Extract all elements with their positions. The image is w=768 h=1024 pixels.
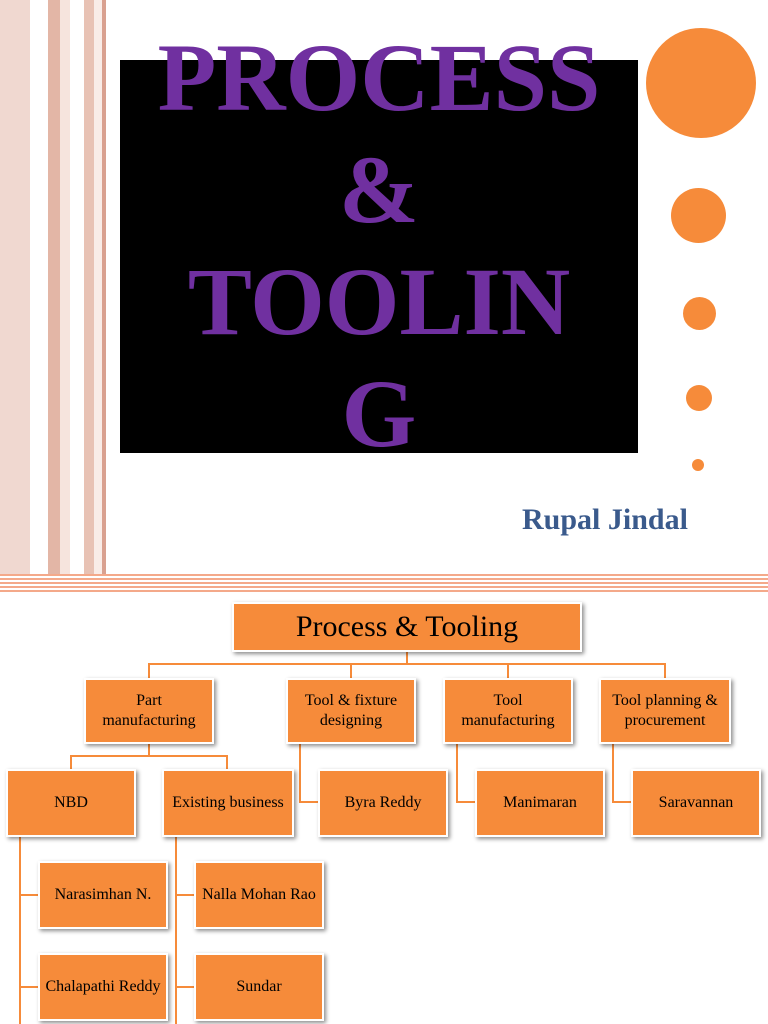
author-name: Rupal Jindal	[522, 503, 688, 536]
title-background-box	[120, 60, 638, 453]
decorative-stripe	[94, 0, 102, 578]
slide-title: PROCESS & TOOLIN G	[157, 24, 601, 467]
decorative-stripe	[102, 0, 106, 578]
decorative-circle-tiny	[692, 459, 704, 471]
connector-line	[664, 663, 666, 681]
connector-line	[299, 801, 319, 803]
org-chart-slide: Process & Tooling Part manufacturing Too…	[0, 592, 768, 1024]
connector-line	[507, 663, 509, 681]
org-node-byra-reddy: Byra Reddy	[318, 769, 448, 837]
connector-line	[299, 742, 301, 803]
decorative-circle-large	[646, 28, 756, 138]
org-node-tool-manufacturing: Tool manufacturing	[443, 678, 573, 744]
decorative-stripe	[0, 0, 30, 578]
org-node-chalapathi-reddy: Chalapathi Reddy	[38, 953, 168, 1021]
org-node-nalla-mohan-rao: Nalla Mohan Rao	[194, 861, 324, 929]
org-node-part-manufacturing: Part manufacturing	[84, 678, 214, 744]
connector-line	[19, 894, 39, 896]
org-node-manimaran: Manimaran	[475, 769, 605, 837]
org-node-nbd: NBD	[6, 769, 136, 837]
decorative-stripe	[48, 0, 60, 578]
connector-line	[612, 742, 614, 803]
org-node-tool-fixture-designing: Tool & fixture designing	[286, 678, 416, 744]
connector-line	[226, 755, 228, 771]
connector-line	[350, 663, 352, 681]
decorative-stripe	[30, 0, 48, 578]
connector-line	[406, 650, 408, 664]
connector-line	[456, 742, 458, 803]
decorative-circle-small	[683, 297, 716, 330]
org-node-tool-planning: Tool planning & procurement	[599, 678, 731, 744]
decorative-circle-smaller	[686, 385, 712, 411]
org-root-node: Process & Tooling	[232, 602, 582, 652]
connector-line	[612, 801, 632, 803]
org-node-saravannan: Saravannan	[631, 769, 761, 837]
connector-line	[175, 836, 177, 1024]
org-node-narasimhan: Narasimhan N.	[38, 861, 168, 929]
title-slide: PROCESS & TOOLIN G Rupal Jindal	[0, 0, 756, 578]
connector-line	[175, 894, 195, 896]
connector-line	[148, 663, 150, 681]
org-node-sundar: Sundar	[194, 953, 324, 1021]
connector-line	[19, 986, 39, 988]
slide-divider	[0, 574, 768, 592]
connector-line	[456, 801, 476, 803]
connector-line	[19, 836, 21, 1024]
decorative-circle-medium	[671, 188, 726, 243]
decorative-stripe	[84, 0, 94, 578]
connector-line	[70, 755, 228, 757]
connector-line	[70, 755, 72, 771]
connector-line	[175, 986, 195, 988]
decorative-stripe	[70, 0, 84, 578]
org-node-existing-business: Existing business	[162, 769, 294, 837]
connector-line	[148, 742, 150, 756]
decorative-stripe	[60, 0, 70, 578]
connector-line	[148, 663, 666, 665]
